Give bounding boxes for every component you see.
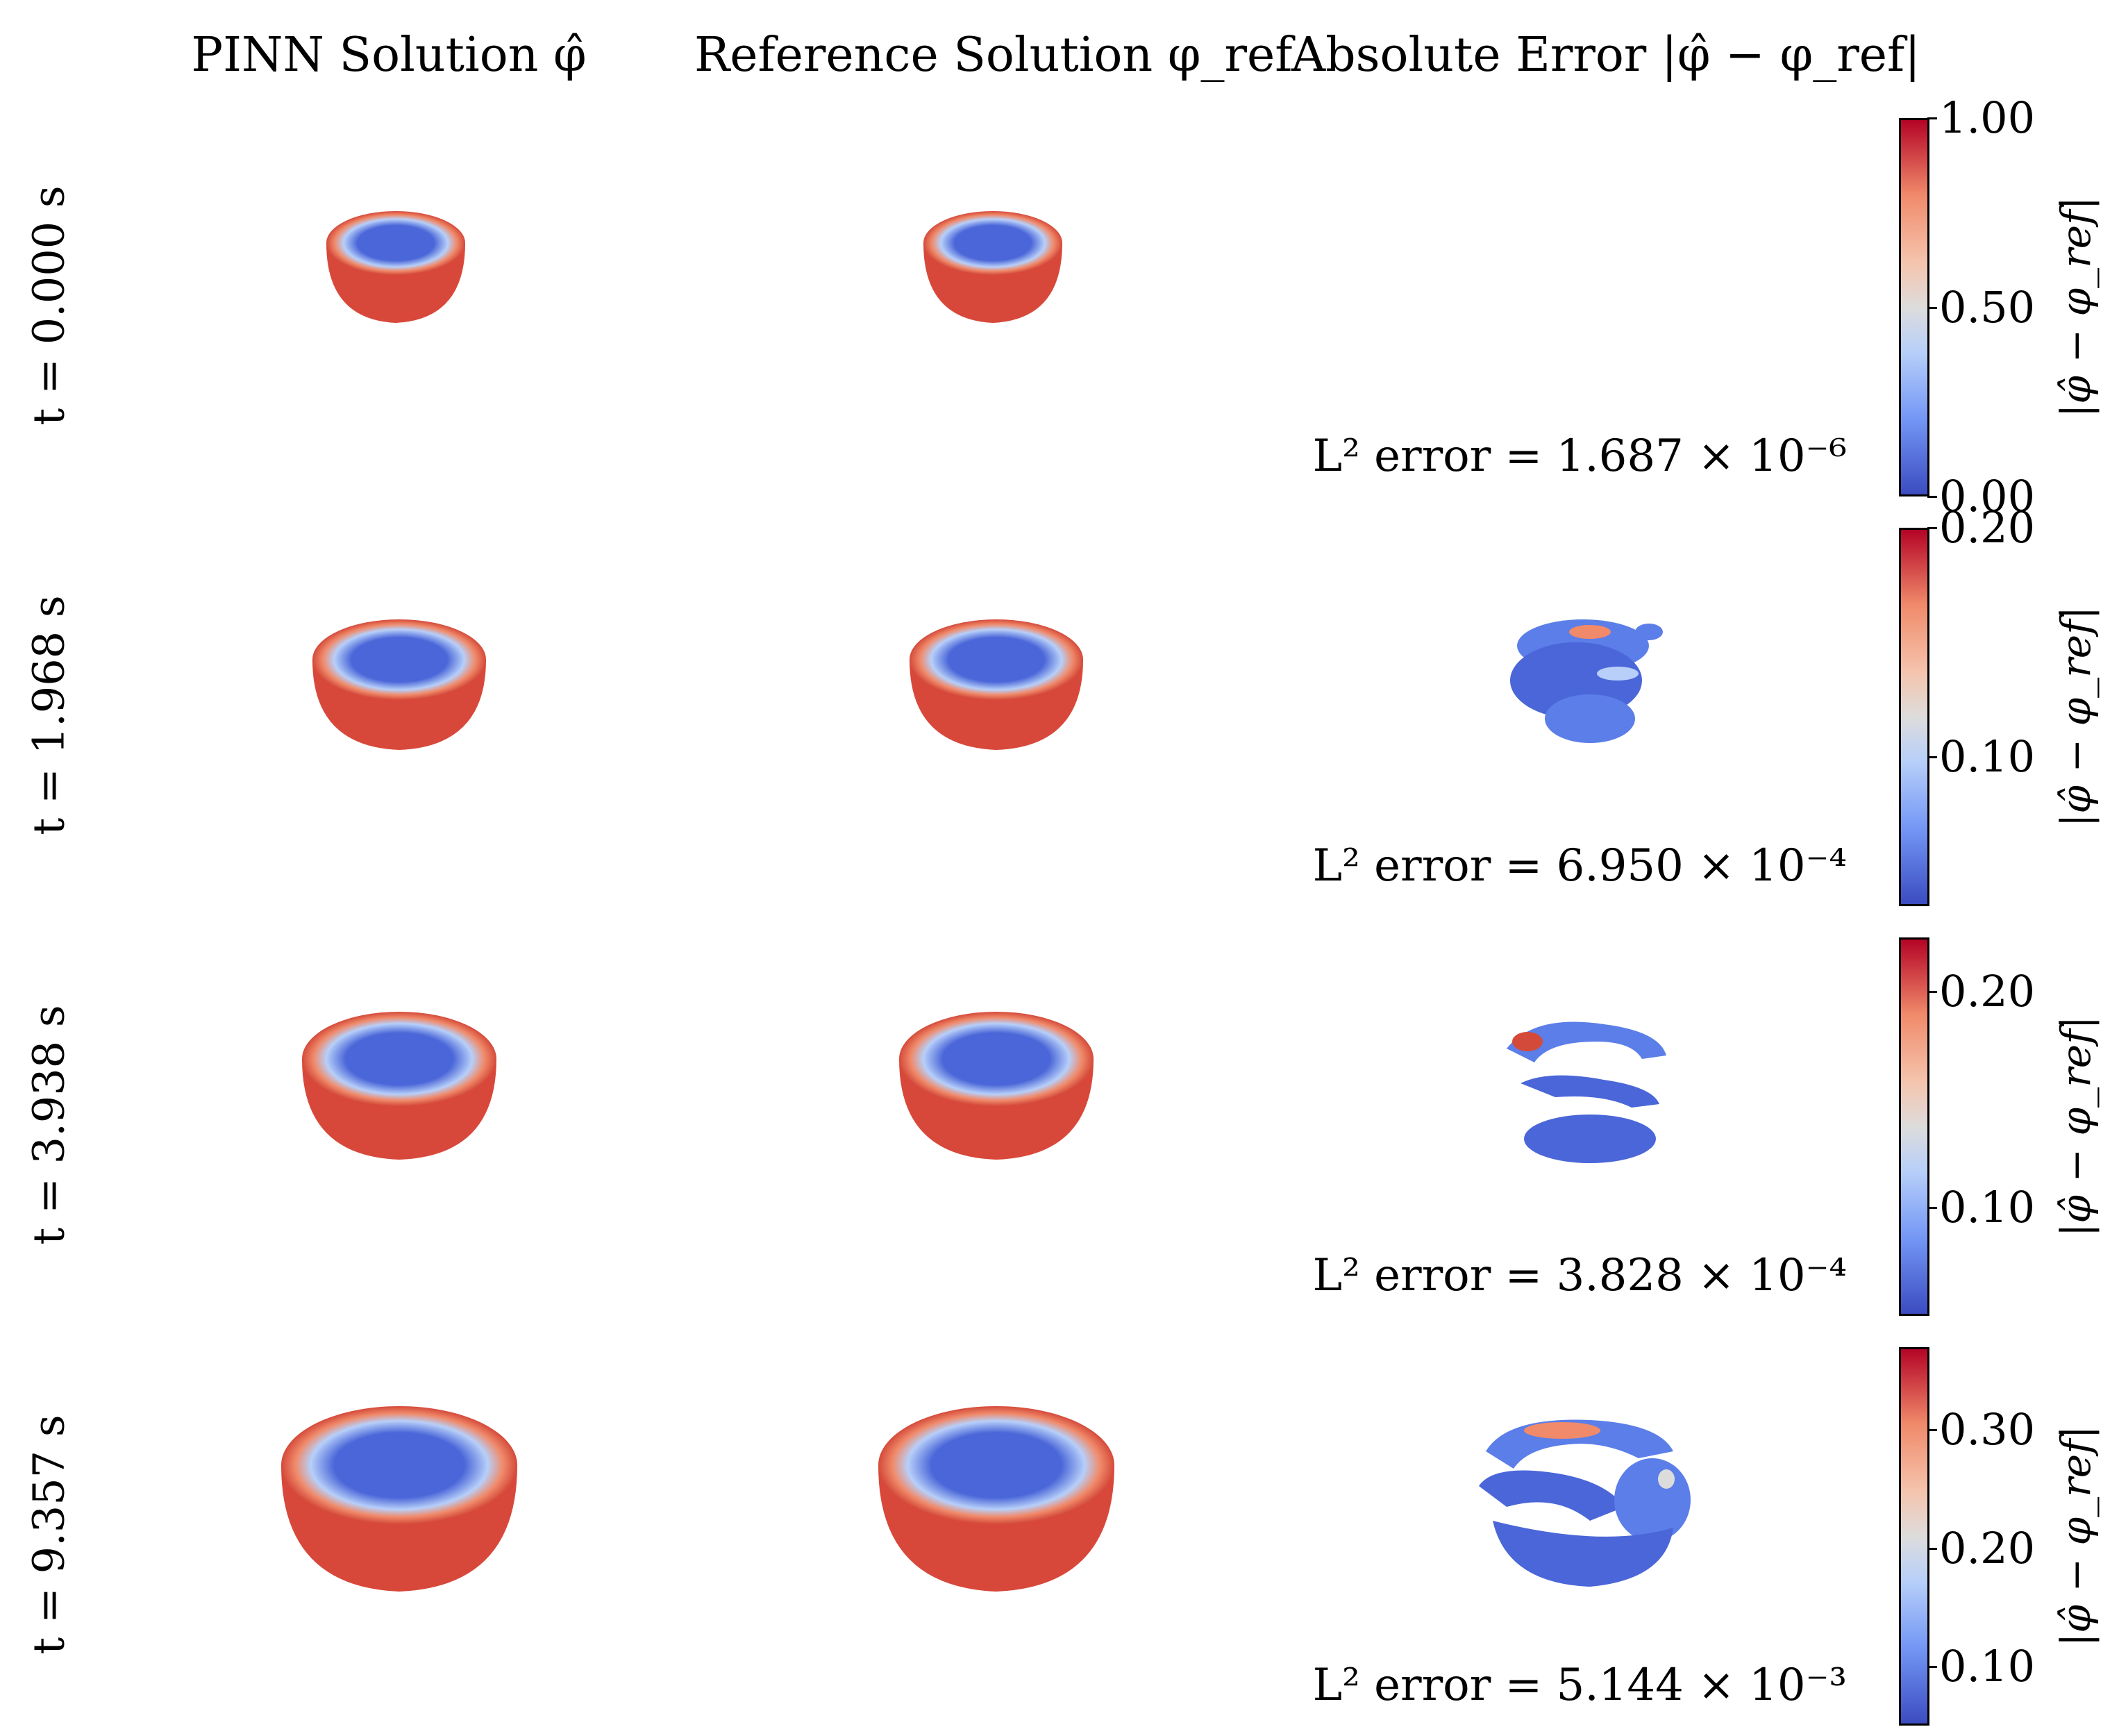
l2-error-t2: L² error = 3.828 × 10⁻⁴ <box>1312 1250 1847 1301</box>
l2-error-t0: L² error = 1.687 × 10⁻⁶ <box>1312 431 1847 482</box>
colorbar-tick-label: 0.20 <box>1939 965 2036 1017</box>
pinn-render-t3 <box>274 1396 524 1597</box>
colorbar-tick-mark <box>1927 306 1937 309</box>
colorbar-tick-label: 0.10 <box>1939 1182 2036 1233</box>
error-render-t2 <box>1493 1007 1680 1167</box>
colorbar-t2 <box>1899 937 1929 1316</box>
row-label-3: t = 9.357 s <box>23 1414 74 1655</box>
colorbar-t1 <box>1899 528 1929 906</box>
colorbar-label-t3: |φ̂ − φ_ref| <box>2052 1425 2100 1647</box>
colorbar-tick-mark <box>1927 1665 1937 1668</box>
colorbar-tick-mark <box>1927 117 1937 119</box>
colorbar-tick-mark <box>1927 496 1937 498</box>
error-blob-render <box>1510 619 1663 743</box>
colorbar-t3 <box>1899 1347 1929 1726</box>
colorbar-tick-mark <box>1927 990 1937 993</box>
colorbar-tick-label: 0.10 <box>1939 731 2036 783</box>
hemisphere-render <box>312 619 486 750</box>
hemisphere-render <box>923 211 1062 323</box>
colorbar-tick-label: 0.20 <box>1939 502 2036 553</box>
colorbar-tick-mark <box>1927 1547 1937 1550</box>
row-label-0: t = 0.000 s <box>23 185 74 426</box>
colorbar-tick-label: 1.00 <box>1939 92 2036 143</box>
row-label-2: t = 3.938 s <box>23 1005 74 1245</box>
l2-error-t3: L² error = 5.144 × 10⁻³ <box>1312 1660 1847 1711</box>
hemisphere-render <box>302 1012 496 1160</box>
pinn-render-t0 <box>305 194 486 333</box>
row-label-1: t = 1.968 s <box>23 595 74 835</box>
pinn-render-t2 <box>292 1000 507 1167</box>
column-title-error: Absolute Error |φ̂ − φ_ref| <box>1291 28 1921 83</box>
error-render-t3 <box>1465 1403 1708 1597</box>
colorbar-tick-label: 0.00 <box>1939 471 2036 521</box>
reference-render-t3 <box>871 1396 1121 1597</box>
colorbar-tick-mark <box>1927 756 1937 759</box>
hemisphere-render <box>878 1406 1114 1592</box>
reference-render-t1 <box>896 604 1097 757</box>
hemisphere-render <box>899 1012 1094 1160</box>
colorbar-tick-mark <box>1927 1429 1937 1432</box>
colorbar-label-t2: |φ̂ − φ_ref| <box>2052 1015 2100 1237</box>
colorbar-tick-label: 0.30 <box>1939 1404 2036 1455</box>
hemisphere-render <box>326 211 465 323</box>
error-blob-render <box>1479 1419 1691 1587</box>
colorbar-t0 <box>1899 118 1929 496</box>
colorbar-label-t1: |φ̂ − φ_ref| <box>2052 606 2100 828</box>
l2-error-t1: L² error = 6.950 × 10⁻⁴ <box>1312 840 1847 892</box>
colorbar-tick-label: 0.10 <box>1939 1640 2036 1692</box>
hemisphere-render <box>281 1406 517 1592</box>
colorbar-tick-label: 0.20 <box>1939 1522 2036 1574</box>
column-title-pinn: PINN Solution φ̂ <box>191 28 587 83</box>
colorbar-tick-mark <box>1927 527 1937 529</box>
error-blob-render <box>1507 1021 1666 1163</box>
error-render-t1 <box>1500 604 1680 757</box>
pinn-render-t1 <box>299 604 500 757</box>
reference-render-t2 <box>889 1000 1104 1167</box>
reference-render-t0 <box>903 194 1083 333</box>
colorbar-label-t0: |φ̂ − φ_ref| <box>2052 196 2100 418</box>
column-title-reference: Reference Solution φ_ref <box>694 28 1293 83</box>
hemisphere-render <box>910 619 1083 750</box>
colorbar-tick-label: 0.50 <box>1939 281 2036 333</box>
colorbar-tick-mark <box>1927 1207 1937 1210</box>
